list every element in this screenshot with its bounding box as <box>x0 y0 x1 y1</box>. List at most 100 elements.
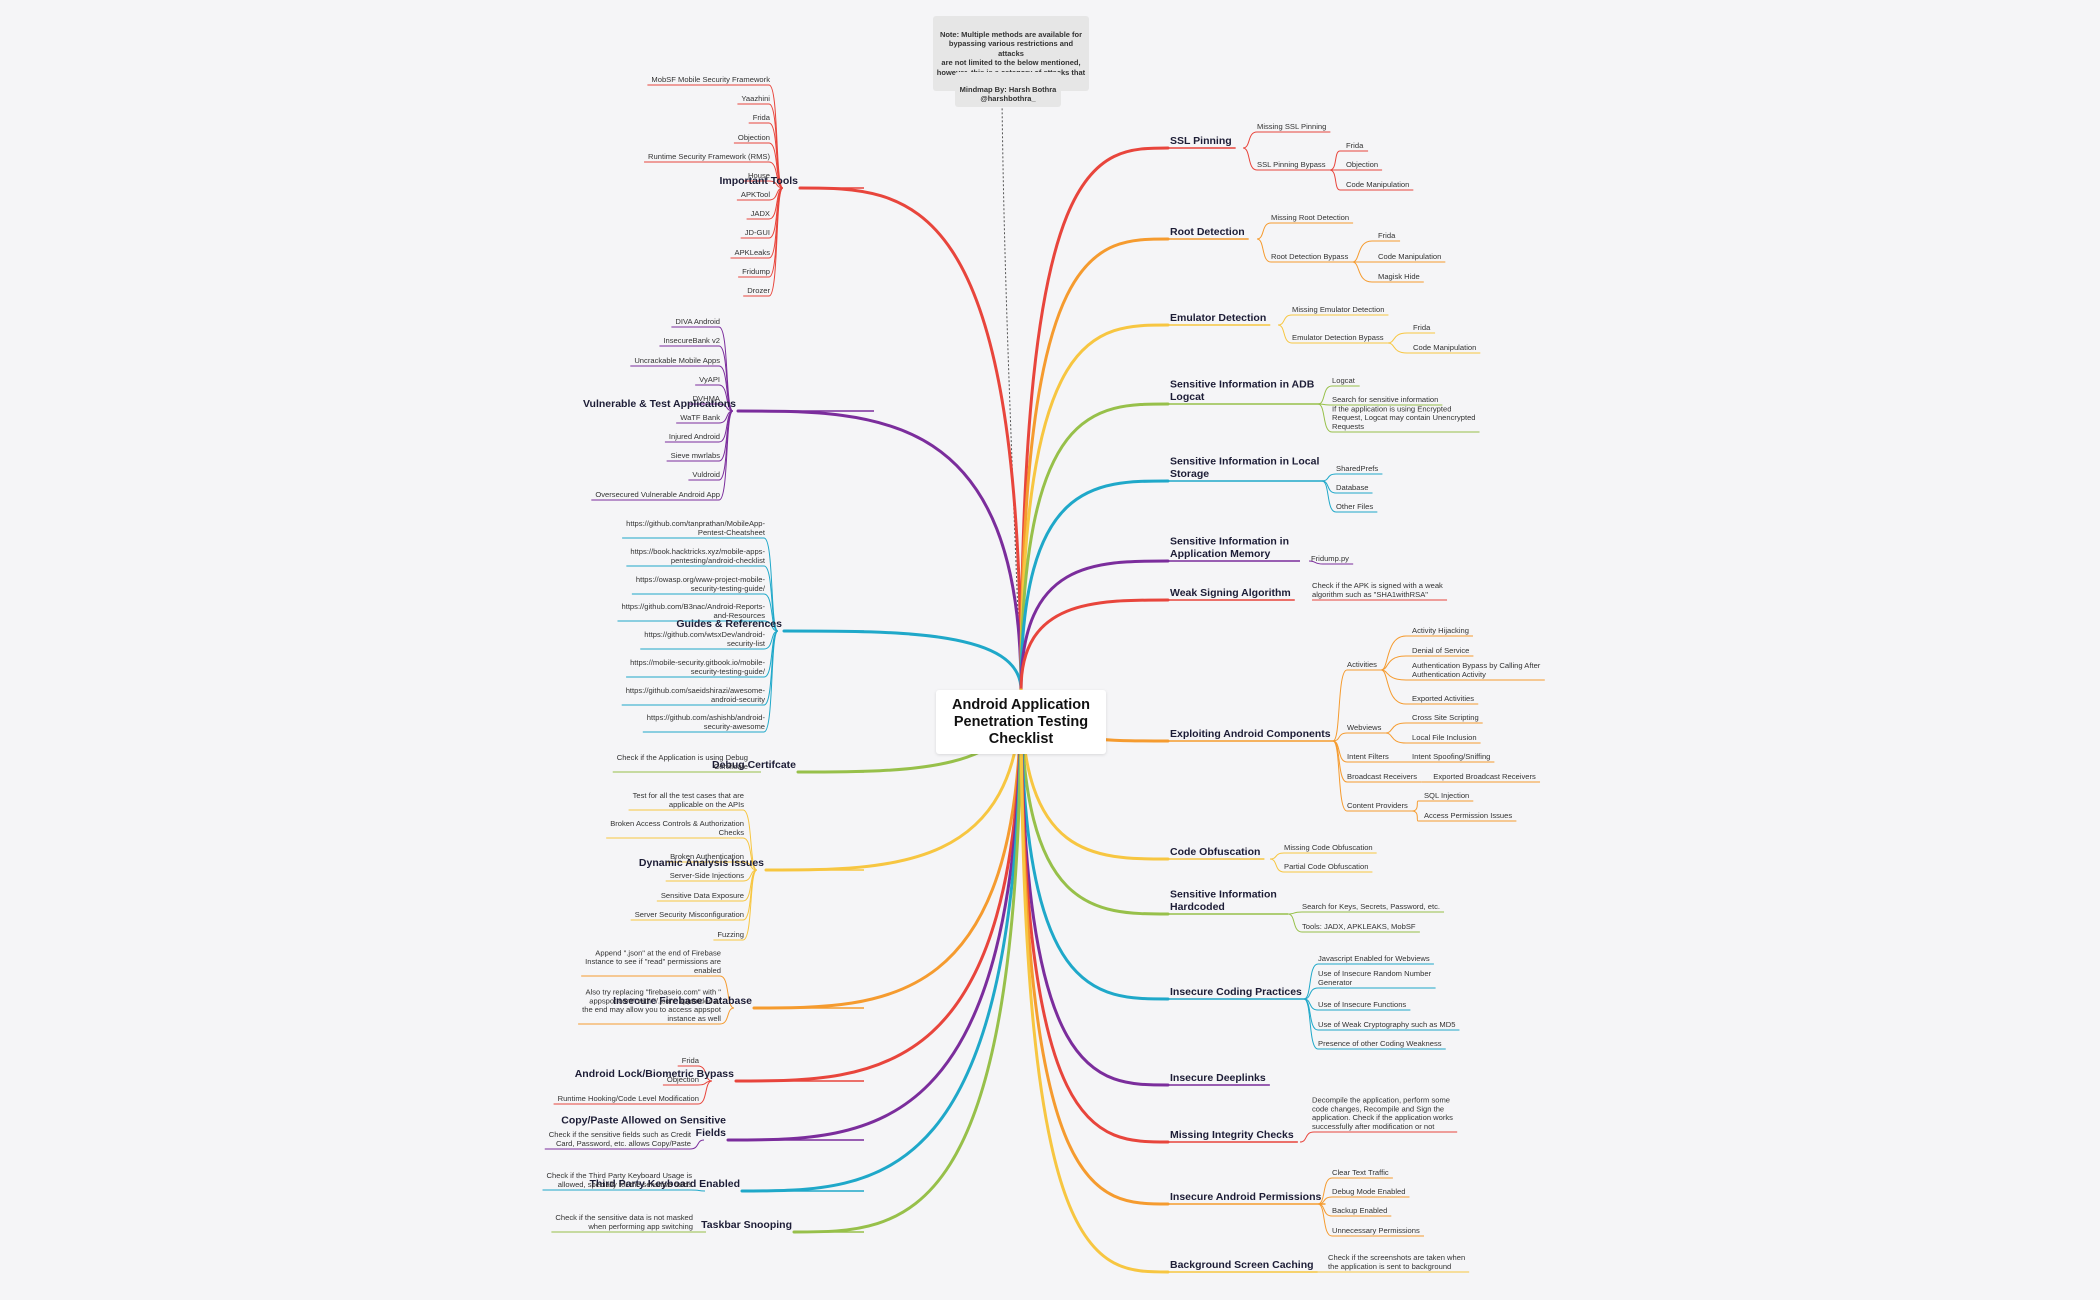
item-connector <box>617 620 779 632</box>
list-item: https://mobile-security.gitbook.io/mobil… <box>630 658 766 676</box>
item-label: Content Providers <box>1347 801 1408 810</box>
item-label: Search for sensitive information <box>1332 395 1438 404</box>
item-label: Oversecured Vulnerable Android App <box>595 490 720 499</box>
item-connector <box>1287 911 1445 915</box>
item-label: Fridump <box>742 267 770 276</box>
item-connector <box>1332 740 1412 812</box>
branch-connector <box>1019 688 1170 1144</box>
item-label: Debug Mode Enabled <box>1332 1187 1405 1196</box>
item-label: JD-GUI <box>745 228 770 237</box>
subitem-label: Intent Spoofing/Sniffing <box>1412 752 1490 761</box>
item-label: Also try replacing "firebaseio.com" with… <box>582 988 722 1023</box>
list-item: Sieve mwrlabs <box>671 451 721 460</box>
item-connector <box>1303 998 1446 1050</box>
subitem-connector <box>1329 150 1369 171</box>
list-item: Oversecured Vulnerable Android App <box>595 490 720 499</box>
item-connector <box>1303 987 1436 1000</box>
branch-connector <box>1019 598 1170 692</box>
subitem-label: Exported Broadcast Receivers <box>1433 772 1536 781</box>
branch-connector <box>740 688 1023 1193</box>
item-connector <box>688 403 734 412</box>
item-connector <box>743 187 784 297</box>
item-label: House <box>748 171 770 180</box>
item-label: Missing Emulator Detection <box>1292 305 1384 314</box>
item-label: Tools: JADX, APKLEAKS, MobSF <box>1302 922 1416 931</box>
item-label: Clear Text Traffic <box>1332 1168 1389 1177</box>
branch-label: Insecure Coding Practices <box>1170 986 1302 998</box>
list-item: Vuldroid <box>692 470 720 479</box>
item-label: Backup Enabled <box>1332 1206 1387 1215</box>
item-label: https://github.com/wtsxDev/android-secur… <box>644 630 766 648</box>
item-label: Webviews <box>1347 723 1382 732</box>
item-connector <box>1277 314 1389 326</box>
item-label: Broken Authentication <box>670 852 744 861</box>
item-connector <box>1303 963 1434 1000</box>
list-item: Also try replacing "firebaseio.com" with… <box>582 988 722 1023</box>
list-item: Missing Emulator Detection <box>1292 305 1384 314</box>
item-label: DVHMA <box>693 394 721 403</box>
item-label: Fuzzing <box>717 930 744 939</box>
list-item: VyAPI <box>699 375 720 384</box>
list-item: Runtime Security Framework (RMS) <box>648 152 770 161</box>
branch-connector <box>1019 237 1170 692</box>
list-item: Use of Insecure Functions <box>1318 1000 1406 1009</box>
item-label: Fridump.py <box>1311 554 1349 563</box>
item-label: Server-Side Injections <box>670 871 744 880</box>
list-item: https://github.com/wtsxDev/android-secur… <box>644 630 766 648</box>
item-connector <box>630 365 734 412</box>
list-item: Runtime Hooking/Code Level Modification <box>558 1094 699 1103</box>
branch-21: Insecure Deeplinks <box>1168 1072 1270 1086</box>
list-item: Frida <box>682 1056 700 1065</box>
branch-label: Insecure Android Permissions <box>1170 1191 1321 1203</box>
branch-label: Dynamic Analysis Issues <box>639 857 764 869</box>
subitem-connector <box>1352 240 1401 263</box>
item-label: Check if the sensitive fields such as Cr… <box>549 1130 692 1148</box>
item-connector <box>1317 403 1443 406</box>
branch-17: Exploiting Android ComponentsActivitiesA… <box>1168 626 1541 820</box>
subitem-connector <box>1352 261 1424 283</box>
item-label: VyAPI <box>699 375 720 384</box>
list-item: APKLeaks <box>735 248 771 257</box>
item-label: SharedPrefs <box>1336 464 1378 473</box>
item-connector <box>578 1007 735 1025</box>
item-label: Emulator Detection Bypass <box>1292 333 1384 342</box>
branch-connector <box>798 186 1023 692</box>
list-item: Missing Root Detection <box>1271 213 1349 222</box>
item-label: https://github.com/saeidshirazi/awesome-… <box>626 686 766 704</box>
branch-label: Background Screen Caching <box>1170 1259 1314 1271</box>
branch-label: Root Detection <box>1170 226 1245 238</box>
item-connector <box>744 180 784 189</box>
author-box: Mindmap By: Harsh Bothra @harshbothra_ <box>955 72 1061 107</box>
branch-connector <box>726 688 1023 1142</box>
list-item: Search for Keys, Secrets, Password, etc. <box>1302 902 1440 911</box>
branch-label: Android Lock/Biometric Bypass <box>575 1068 734 1080</box>
list-item: https://github.com/B3nac/Android-Reports… <box>621 602 765 620</box>
list-item: Server Security Misconfiguration <box>635 910 744 919</box>
item-label: https://book.hacktricks.xyz/mobile-apps-… <box>630 547 766 565</box>
subitem-label: Code Manipulation <box>1413 343 1476 352</box>
item-label: Check if the Third Party Keyboard Usage … <box>547 1171 693 1189</box>
item-label: https://github.com/B3nac/Android-Reports… <box>621 602 765 620</box>
central-topic[interactable]: Android Application Penetration Testing … <box>936 690 1106 754</box>
item-connector <box>606 837 758 871</box>
branch-label: Taskbar Snooping <box>701 1219 792 1231</box>
